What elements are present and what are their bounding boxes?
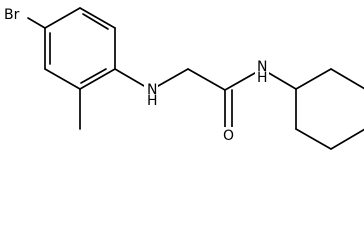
ring-bond-c1-c2 bbox=[44, 7, 81, 29]
cyclohexane-bond-4 bbox=[330, 128, 364, 150]
ring-double-bond-top bbox=[82, 13, 109, 30]
bromine-label: Br bbox=[4, 7, 20, 23]
ring-bond-c5-c6 bbox=[44, 68, 81, 90]
amide-nh-label-background bbox=[255, 60, 269, 84]
cyclohexane-bond-2 bbox=[330, 68, 364, 90]
bonds bbox=[27, 7, 364, 150]
amine-nh-label-n: N bbox=[147, 82, 157, 98]
ring-bond-c2-c3 bbox=[79, 7, 116, 29]
bond-ring-bromine bbox=[27, 17, 46, 29]
bromine-label-background bbox=[2, 5, 26, 23]
oxygen-label-background bbox=[220, 127, 234, 143]
atom-labels: Br N H O N H bbox=[2, 5, 269, 144]
oxygen-label: O bbox=[223, 128, 234, 144]
amide-nh-label-h: H bbox=[257, 70, 268, 86]
cyclohexane-bond-5 bbox=[295, 128, 332, 150]
bond-ch2-carbonyl bbox=[187, 68, 226, 91]
amine-nh-label-h: H bbox=[147, 93, 158, 109]
amine-nh-label-background bbox=[144, 83, 158, 107]
cyclohexane-bond-1 bbox=[295, 68, 332, 90]
molecule-structure: Br N H O N H bbox=[2, 5, 364, 150]
ring-bond-c4-c5 bbox=[79, 68, 116, 90]
amide-nh-label-n: N bbox=[257, 59, 267, 75]
ring-double-bond-bottom bbox=[80, 68, 107, 84]
